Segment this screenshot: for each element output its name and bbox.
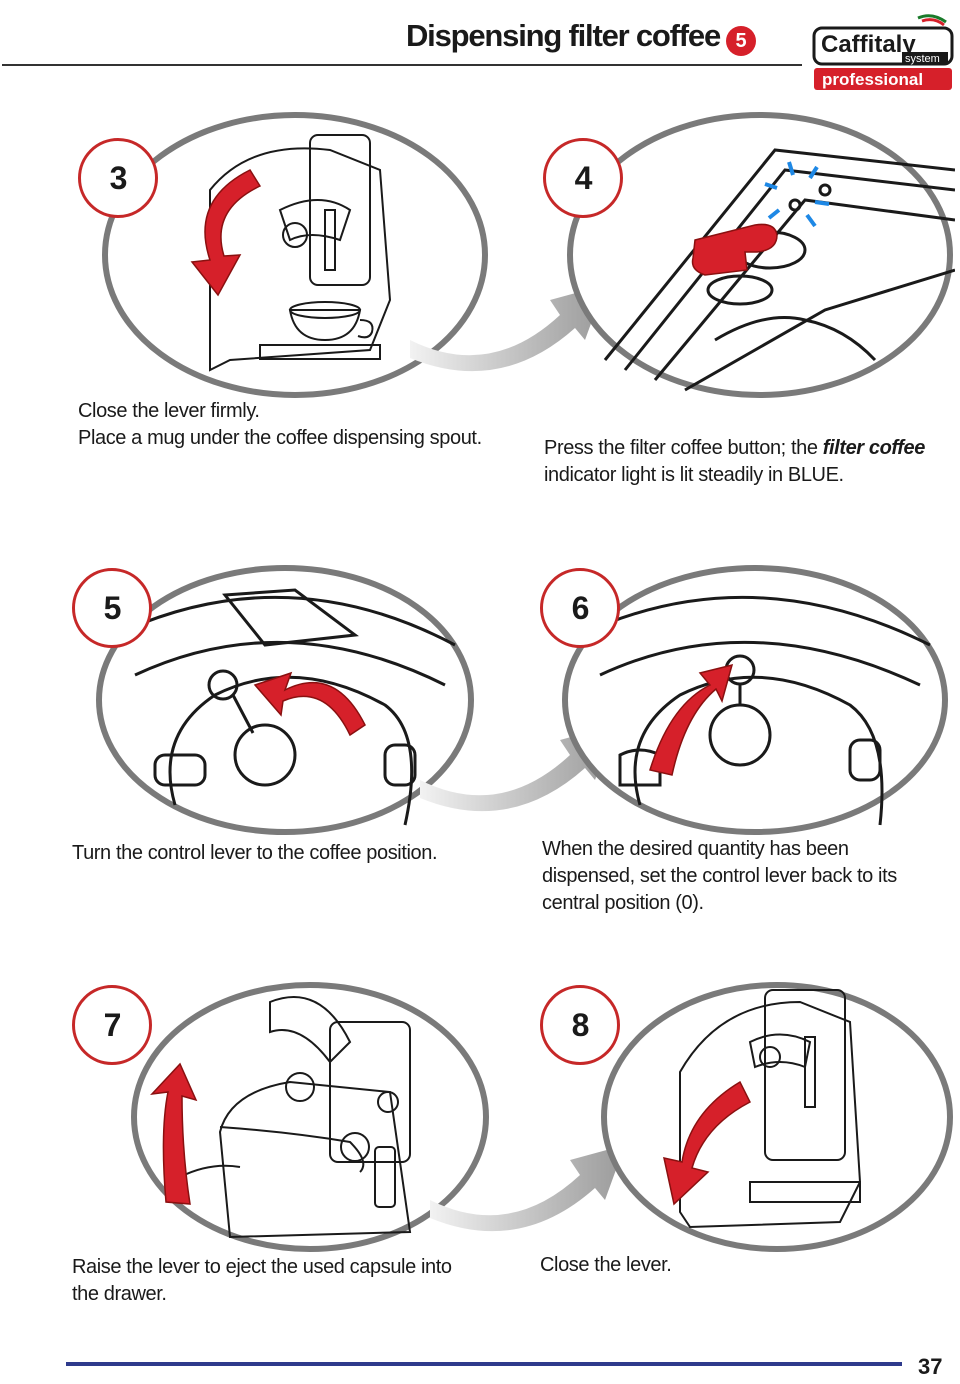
next-step-arrow-2 xyxy=(420,725,615,812)
step-5-illustration xyxy=(96,565,474,835)
step-6-illustration xyxy=(562,565,948,835)
step-7-illustration xyxy=(131,982,489,1252)
step-6-number: 6 xyxy=(540,568,620,648)
logo-professional: professional xyxy=(822,70,923,89)
step-5-caption: Turn the control lever to the coffee pos… xyxy=(72,842,438,864)
step-6-caption: When the desired quantity has been dispe… xyxy=(542,838,897,914)
step-4-caption: Press the filter coffee button; the filt… xyxy=(544,408,954,489)
chapter-badge: 5 xyxy=(726,26,756,56)
header-divider xyxy=(2,64,802,66)
step-5-number: 5 xyxy=(72,568,152,648)
page-title: Dispensing filter coffee xyxy=(406,18,721,53)
step-7-caption: Raise the lever to eject the used capsul… xyxy=(72,1256,452,1305)
step-3-caption: Close the lever firmly. Place a mug unde… xyxy=(78,400,482,449)
caffitaly-logo: Caffitaly system professional xyxy=(812,14,954,90)
step-4-illustration xyxy=(567,112,955,398)
next-step-arrow-3 xyxy=(430,1145,625,1232)
step-4-caption-text: Press the filter coffee button; the xyxy=(544,437,823,459)
step-8-caption: Close the lever. xyxy=(540,1254,672,1276)
step-4-number: 4 xyxy=(543,138,623,218)
page-number: 37 xyxy=(918,1354,943,1379)
logo-system: system xyxy=(905,53,940,65)
step-4-caption-emphasis: filter coffee xyxy=(822,437,926,459)
step-3-illustration xyxy=(102,112,488,398)
step-7-number: 7 xyxy=(72,985,152,1065)
logo-wordmark: Caffitaly xyxy=(821,31,916,58)
step-4-caption-text-2: indicator light is lit steadily in BLUE. xyxy=(544,464,844,486)
next-step-arrow xyxy=(410,285,605,372)
footer-divider xyxy=(66,1362,902,1366)
step-3-number: 3 xyxy=(78,138,158,218)
step-8-number: 8 xyxy=(540,985,620,1065)
step-8-illustration xyxy=(601,982,953,1252)
